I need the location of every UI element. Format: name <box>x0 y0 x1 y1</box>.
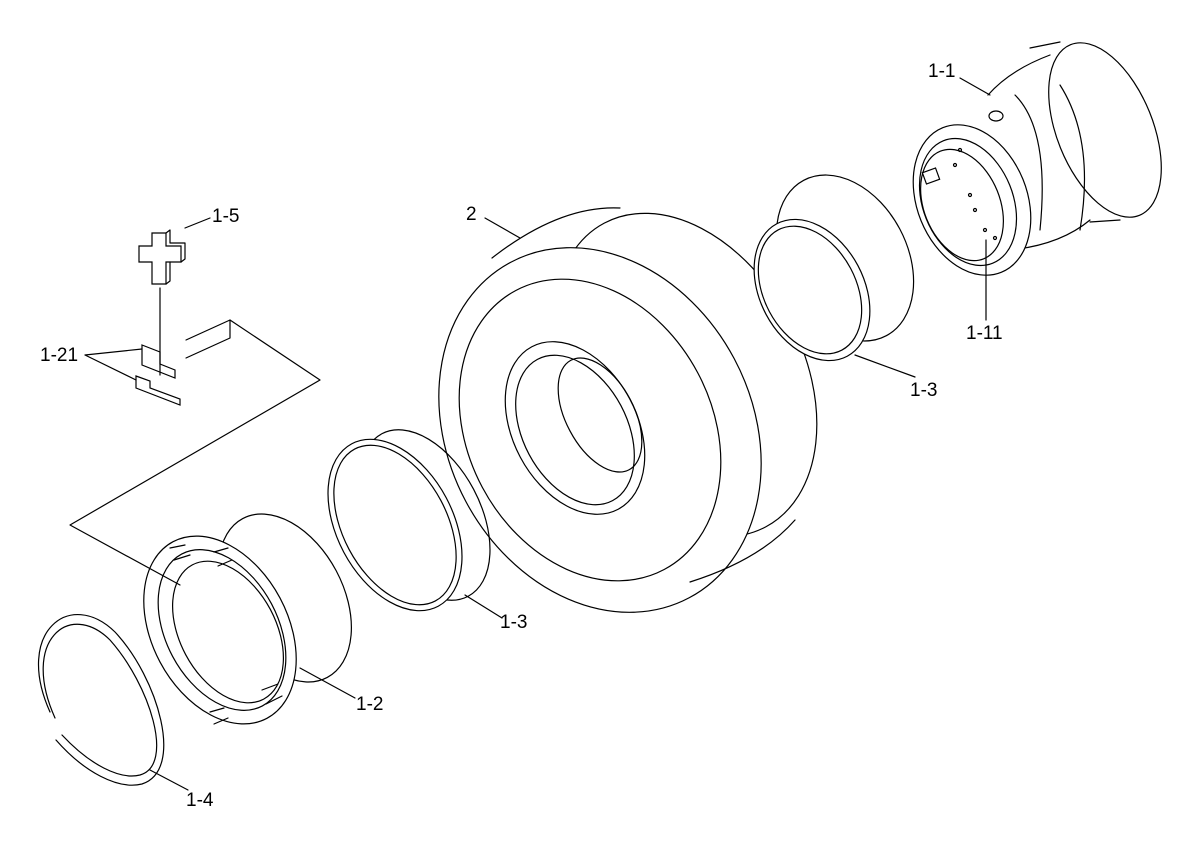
label-1-2: 1-2 <box>356 694 383 715</box>
label-2: 2 <box>466 204 477 225</box>
label-1-4: 1-4 <box>186 790 214 811</box>
assembly-lines <box>69 287 321 586</box>
ring-part-1-3-center <box>327 429 491 612</box>
label-1-1: 1-1 <box>928 61 955 82</box>
snap-ring-part-1-4 <box>38 613 165 786</box>
label-1-3-top: 1-3 <box>910 380 937 401</box>
flange-part-1-2 <box>143 513 352 725</box>
cross-key-part-1-5 <box>138 229 186 285</box>
label-1-3-bottom: 1-3 <box>500 612 527 633</box>
part-labels: 1-1 1-11 2 1-3 1-5 1-21 1-3 1-2 1-4 <box>40 61 1003 811</box>
label-1-21: 1-21 <box>40 345 78 366</box>
clips-part-1-21 <box>135 319 231 406</box>
ring-part-1-3-top <box>753 174 915 362</box>
tire-part-2 <box>438 207 818 613</box>
leader-lines <box>84 77 991 791</box>
label-1-11: 1-11 <box>966 323 1003 344</box>
rim-part-1-1 <box>912 41 1162 276</box>
label-1-5: 1-5 <box>212 206 239 227</box>
